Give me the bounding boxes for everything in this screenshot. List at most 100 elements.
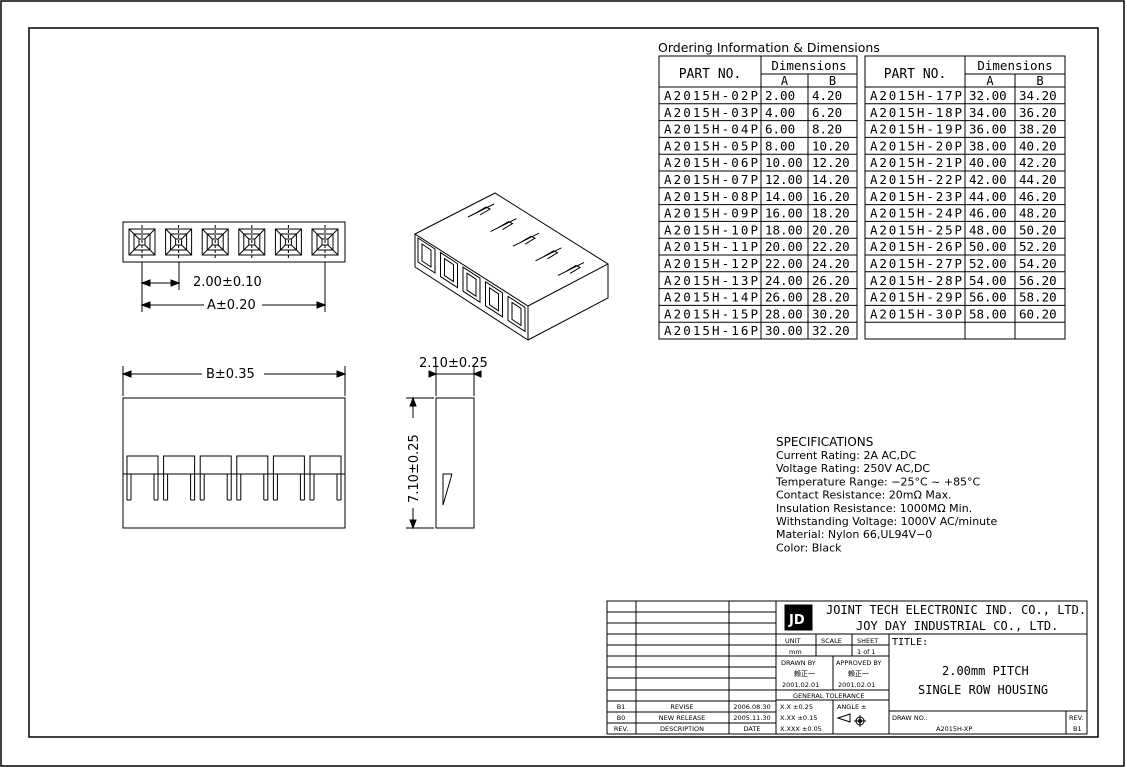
dim-a-value: 10.00	[765, 155, 803, 170]
dim-a-value: 38.00	[969, 138, 1007, 153]
part-number: A2015H-04P	[664, 122, 758, 137]
part-number: A2015H-03P	[664, 105, 758, 120]
right-table-grid	[864, 55, 1066, 340]
dim-b-value: 4.20	[812, 88, 842, 103]
dim-a-value: 6.00	[765, 122, 795, 137]
spec-line: Temperature Range: −25°C ~ +85°C	[775, 475, 981, 488]
a-dim-label: A±0.20	[207, 298, 256, 313]
rev-code: B1	[617, 703, 626, 711]
front-view	[121, 366, 347, 529]
dim-a-value: 2.00	[765, 88, 795, 103]
spec-line: Material: Nylon 66,UL94V−0	[776, 528, 932, 541]
drawno-label: DRAW NO.:	[892, 714, 928, 722]
iso-cavity	[462, 266, 481, 304]
company-name-1: JOINT TECH ELECTRONIC IND. CO., LTD.	[826, 603, 1086, 617]
drawing-title-2: SINGLE ROW HOUSING	[918, 683, 1048, 697]
left-table-header-b: B	[829, 74, 836, 88]
dim-b-value: 54.20	[1019, 256, 1057, 271]
dim-a-value: 30.00	[765, 323, 803, 338]
dim-a-value: 16.00	[765, 206, 803, 221]
drawing-title-1: 2.00mm PITCH	[942, 664, 1029, 678]
part-number: A2015H-22P	[870, 172, 962, 187]
spec-line: Withstanding Voltage: 1000V AC/minute	[776, 515, 997, 528]
front-slot	[309, 455, 342, 501]
dim-b-value: 38.20	[1019, 122, 1057, 137]
height-dim-label: 7.10±0.25	[407, 434, 422, 503]
title-label: TITLE:	[892, 637, 928, 648]
part-number: A2015H-09P	[664, 206, 758, 221]
dim-a-value: 48.00	[969, 222, 1007, 237]
ordering-title: Ordering Information & Dimensions	[658, 40, 880, 55]
dim-a-value: 44.00	[969, 189, 1007, 204]
rev-header: DESCRIPTION	[660, 725, 704, 733]
rev-date: 2005.11.30	[733, 714, 770, 722]
unit-value: mm	[789, 648, 802, 656]
dim-a-value: 34.00	[969, 105, 1007, 120]
front-slot	[272, 455, 305, 501]
dim-a-value: 20.00	[765, 239, 803, 254]
side-view	[406, 366, 482, 530]
dim-b-value: 58.20	[1019, 290, 1057, 305]
dim-a-value: 52.00	[969, 256, 1007, 271]
dim-a-value: 32.00	[969, 88, 1007, 103]
dim-a-value: 26.00	[765, 290, 803, 305]
dim-b-value: 24.20	[812, 256, 850, 271]
part-number: A2015H-06P	[664, 155, 758, 170]
spec-line: Current Rating: 2A AC,DC	[776, 449, 916, 462]
dim-b-value: 44.20	[1019, 172, 1057, 187]
specifications: SPECIFICATIONS Current Rating: 2A AC,DCV…	[775, 435, 997, 554]
part-number: A2015H-05P	[664, 138, 758, 153]
title-block	[606, 600, 1088, 735]
dim-b-value: 14.20	[812, 172, 850, 187]
part-number: A2015H-26P	[870, 239, 962, 254]
tolerance-3: X.XXX ±0.05	[780, 725, 822, 733]
rev-header: DATE	[744, 725, 761, 733]
dim-a-value: 14.00	[765, 189, 803, 204]
top-view	[122, 221, 346, 312]
unit-label: UNIT	[785, 637, 801, 645]
part-number: A2015H-24P	[870, 206, 962, 221]
dim-a-value: 50.00	[969, 239, 1007, 254]
pitch-dim-label: 2.00±0.10	[193, 275, 262, 290]
iso-slot	[565, 264, 582, 274]
approved-label: APPROVED BY	[836, 659, 882, 667]
dim-a-value: 24.00	[765, 273, 803, 288]
part-number: A2015H-27P	[870, 256, 962, 271]
iso-slot	[543, 250, 559, 260]
scale-label: SCALE	[821, 637, 842, 645]
company-name-2: JOY DAY INDUSTRIAL CO., LTD.	[856, 619, 1058, 633]
dim-b-value: 12.20	[812, 155, 850, 170]
left-table-grid	[658, 55, 858, 340]
front-slot	[126, 455, 159, 501]
front-slot	[163, 455, 196, 501]
part-number: A2015H-08P	[664, 189, 758, 204]
dim-a-value: 18.00	[765, 222, 803, 237]
top-cell	[238, 225, 266, 259]
rev-header: REV.	[614, 725, 628, 733]
b-dim-label: B±0.35	[206, 367, 255, 382]
part-number: A2015H-28P	[870, 273, 962, 288]
part-number: A2015H-12P	[664, 256, 758, 271]
dim-b-value: 42.20	[1019, 155, 1057, 170]
right-table-header-a: A	[986, 74, 994, 88]
part-number: A2015H-11P	[664, 239, 758, 254]
spec-line: Insulation Resistance: 1000MΩ Min.	[776, 502, 972, 515]
part-number: A2015H-19P	[870, 122, 962, 137]
rev-value: B1	[1073, 725, 1082, 733]
iso-cavity	[417, 237, 436, 274]
logo-mark: JD	[788, 613, 805, 628]
top-cell	[165, 225, 193, 259]
right-table-header-b: B	[1036, 74, 1043, 88]
rev-description: NEW RELEASE	[659, 714, 706, 722]
drawn-label: DRAWN BY	[781, 659, 816, 667]
rev-code: B0	[617, 714, 626, 722]
dim-b-value: 10.20	[812, 138, 850, 153]
dim-a-value: 58.00	[969, 306, 1007, 321]
part-number: A2015H-13P	[664, 273, 758, 288]
part-number: A2015H-07P	[664, 172, 758, 187]
rev-description: REVISE	[670, 703, 693, 711]
part-number: A2015H-30P	[870, 306, 962, 321]
part-number: A2015H-10P	[664, 222, 758, 237]
iso-cavity	[507, 295, 526, 333]
